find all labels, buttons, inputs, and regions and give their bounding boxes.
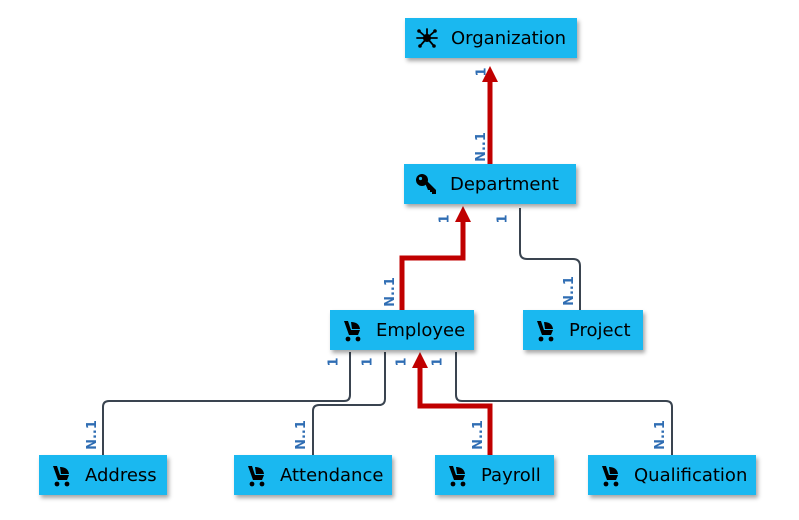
entity-node-address[interactable]: Address [39, 455, 167, 495]
connector-project-department[interactable] [519, 208, 581, 310]
entity-node-label: Attendance [280, 464, 384, 486]
entity-node-label: Address [85, 464, 157, 486]
entity-node-organization[interactable]: Organization [405, 18, 577, 58]
arrowhead-icon [412, 352, 428, 368]
cardinality-label: 1 [474, 67, 490, 77]
connector-department-organization[interactable] [482, 66, 498, 164]
connector-payroll-employee[interactable] [412, 352, 493, 455]
connector-address-employee[interactable] [102, 352, 351, 455]
cardinality-label: 1 [360, 357, 376, 367]
connector-qualification-employee[interactable] [455, 352, 673, 455]
connector-employee-department[interactable] [399, 206, 471, 310]
entity-node-attendance[interactable]: Attendance [234, 455, 392, 495]
entity-node-label: Qualification [634, 464, 748, 486]
entity-node-label: Employee [376, 319, 466, 341]
cardinality-label: N..1 [652, 420, 668, 450]
stroller-icon [49, 463, 73, 487]
cardinality-label: N..1 [84, 420, 100, 450]
stroller-icon [445, 463, 469, 487]
cardinality-label: N..1 [382, 277, 398, 307]
entity-node-payroll[interactable]: Payroll [435, 455, 554, 495]
cardinality-label: N..1 [470, 420, 486, 450]
entity-node-label: Payroll [481, 464, 541, 486]
entity-node-department[interactable]: Department [404, 164, 576, 204]
entity-node-employee[interactable]: Employee [330, 310, 474, 350]
cardinality-label: N..1 [293, 420, 309, 450]
cardinality-label: 1 [394, 357, 410, 367]
cardinality-label: 1 [495, 214, 511, 224]
cardinality-label: 1 [326, 357, 342, 367]
stroller-icon [598, 463, 622, 487]
entity-node-qualification[interactable]: Qualification [588, 455, 756, 495]
entity-node-project[interactable]: Project [523, 310, 643, 350]
stroller-icon [340, 318, 364, 342]
stroller-icon [244, 463, 268, 487]
key-icon [414, 172, 438, 196]
cardinality-label: 1 [430, 357, 446, 367]
arrowhead-icon [455, 206, 471, 222]
stroller-icon [533, 318, 557, 342]
cardinality-label: 1 [437, 214, 453, 224]
entity-node-label: Project [569, 319, 631, 341]
cardinality-label: N..1 [561, 276, 577, 306]
arrowhead-icon [482, 66, 498, 82]
entity-node-label: Organization [451, 27, 567, 49]
entity-node-label: Department [450, 173, 559, 195]
connector-attendance-employee[interactable] [312, 352, 386, 455]
cardinality-label: N..1 [473, 132, 489, 162]
network-icon [415, 26, 439, 50]
